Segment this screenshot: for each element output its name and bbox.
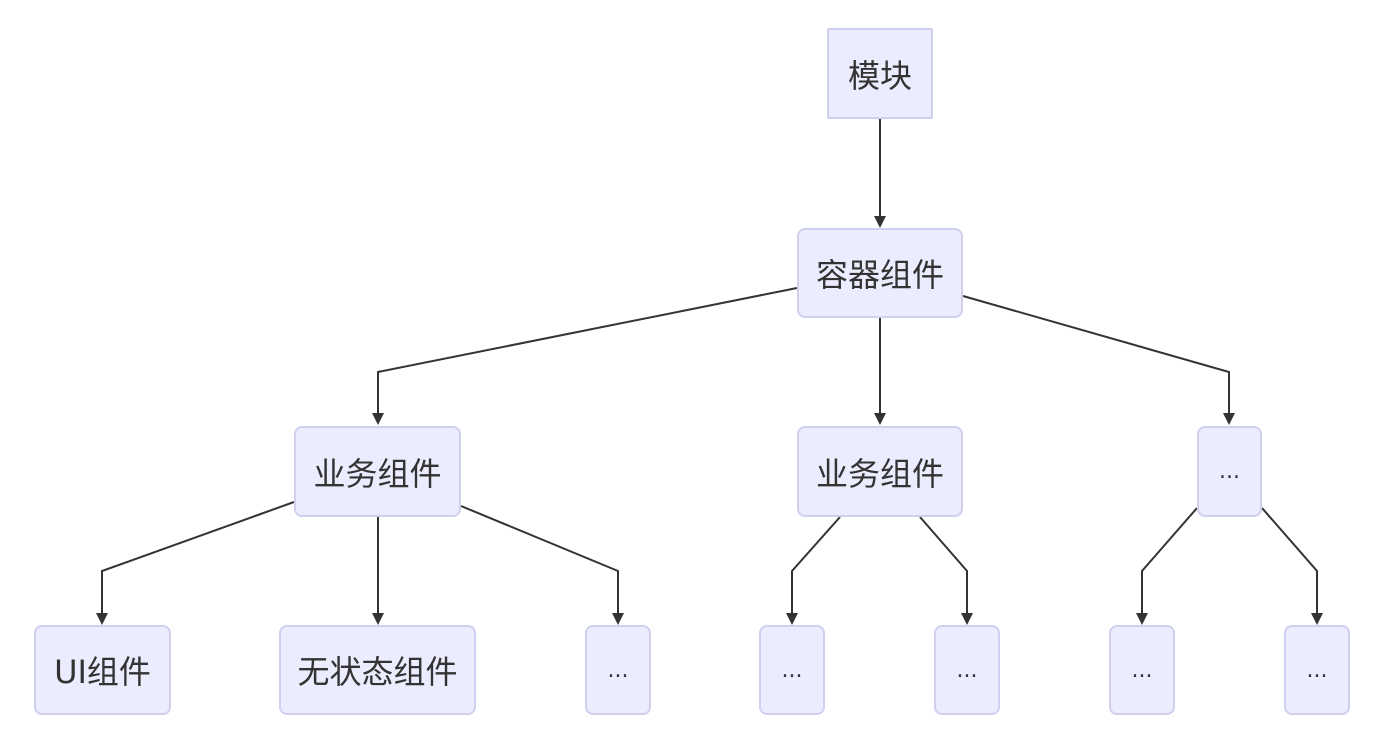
node-ellipsis-2: ... <box>759 625 825 715</box>
node-label: 容器组件 <box>815 256 944 294</box>
edge-container-ellipsis-top <box>962 295 1230 413</box>
node-label: ... <box>607 657 629 683</box>
node-module: 模块 <box>827 28 933 119</box>
node-label: ... <box>781 657 803 683</box>
arrow-head <box>1311 613 1323 625</box>
node-label: UI组件 <box>54 653 151 691</box>
edge-ellipsis-top-ellipsis-5 <box>1261 507 1318 613</box>
node-business-component-2: 业务组件 <box>797 426 963 517</box>
arrow-head <box>874 216 886 228</box>
edge-business-1-ellipsis-1 <box>460 505 619 613</box>
node-label: ... <box>1219 459 1240 484</box>
arrow-head <box>372 613 384 625</box>
arrow-head <box>1223 413 1235 425</box>
node-label: 业务组件 <box>815 454 944 493</box>
node-ellipsis-5: ... <box>1284 625 1350 715</box>
node-label: ... <box>1131 657 1153 683</box>
node-business-component-1: 业务组件 <box>294 426 461 517</box>
node-container-component: 容器组件 <box>797 228 963 318</box>
node-ellipsis-top: ... <box>1197 426 1262 517</box>
node-label: ... <box>1306 657 1328 683</box>
edge-business-1-ui <box>101 501 295 613</box>
arrow-head <box>1136 613 1148 625</box>
arrow-head <box>612 613 624 625</box>
arrow-head <box>874 413 886 425</box>
edge-container-business-1 <box>377 287 798 413</box>
node-stateless-component: 无状态组件 <box>279 625 476 715</box>
node-label: 业务组件 <box>313 454 442 493</box>
node-label: 模块 <box>847 56 912 95</box>
arrow-head <box>786 613 798 625</box>
edge-ellipsis-top-ellipsis-4 <box>1141 507 1198 613</box>
arrow-head <box>372 413 384 425</box>
node-ellipsis-4: ... <box>1109 625 1175 715</box>
node-ui-component: UI组件 <box>34 625 171 715</box>
node-label: 无状态组件 <box>297 653 458 691</box>
node-ellipsis-1: ... <box>585 625 651 715</box>
edge-business-2-ellipsis-2 <box>791 516 841 613</box>
node-label: ... <box>956 657 978 683</box>
arrow-head <box>96 613 108 625</box>
edge-business-2-ellipsis-3 <box>919 516 968 613</box>
arrow-head <box>961 613 973 625</box>
node-ellipsis-3: ... <box>934 625 1000 715</box>
